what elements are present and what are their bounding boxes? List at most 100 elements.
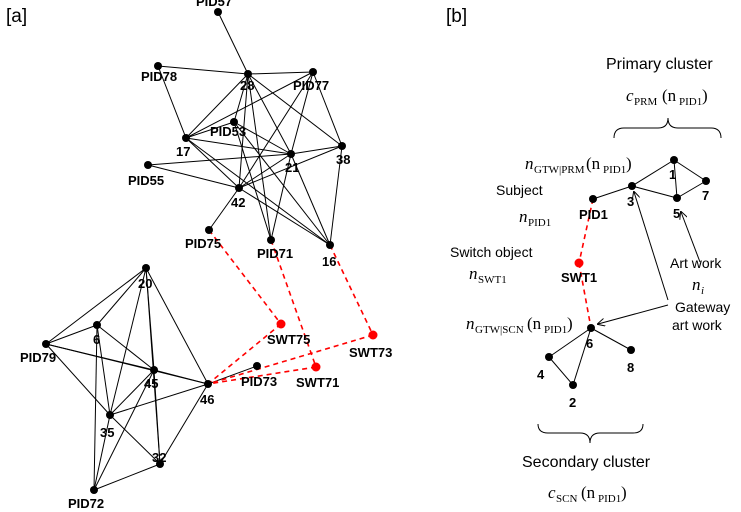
svg-text:n: n <box>692 275 701 294</box>
edge-a-PID53-17 <box>185 121 235 139</box>
node-label-a-PID53: PID53 <box>210 124 246 139</box>
edge-a-35-32 <box>109 414 161 465</box>
edge-a-6-PID79 <box>45 324 98 345</box>
switch-edge-b-PID1-SWT1 <box>578 198 594 264</box>
edge-a-PID77-21 <box>290 71 314 155</box>
edge-a-PID77-38 <box>312 71 343 147</box>
node-a-6 <box>93 321 101 329</box>
edge-a-35-PID72 <box>93 414 111 491</box>
node-b-7 <box>702 177 710 185</box>
edge-b-3-1 <box>631 159 675 187</box>
node-a-PID53 <box>230 118 238 126</box>
edge-b-4-2 <box>548 356 574 386</box>
edge-a-42-16 <box>238 187 331 246</box>
svg-text:PID1: PID1 <box>544 324 567 336</box>
node-label-a-32: 32 <box>152 450 166 465</box>
node-a-PID75 <box>205 226 213 234</box>
edge-a-PID78-28 <box>157 65 249 75</box>
node-b-8 <box>627 346 635 354</box>
edge-a-PID79-46 <box>45 343 209 385</box>
svg-text:PID1: PID1 <box>598 493 621 505</box>
svg-text:n: n <box>519 207 528 226</box>
svg-text:): ) <box>702 86 708 105</box>
node-label-a-PID75: PID75 <box>185 236 221 251</box>
edge-a-28-17 <box>185 73 249 139</box>
art-work-formula: n i <box>692 275 704 297</box>
node-label-a-PID79: PID79 <box>20 350 56 365</box>
svg-text:(n: (n <box>581 483 596 502</box>
svg-text:c: c <box>548 483 556 502</box>
node-label-a-PID71: PID71 <box>257 246 293 261</box>
edge-b-1-5 <box>673 159 678 199</box>
edge-a-17-21 <box>185 137 292 155</box>
edge-b-3-5 <box>631 185 678 199</box>
svg-text:SWT1: SWT1 <box>478 274 507 286</box>
node-label-a-17: 17 <box>176 144 190 159</box>
edge-a-PID55-21 <box>147 153 292 166</box>
edge-a-28-21 <box>247 73 292 155</box>
gateway-primary-formula: n GTW|PRM (n PID1 ) <box>525 154 632 176</box>
edge-a-38-16 <box>329 145 343 246</box>
edge-a-21-16 <box>290 153 331 246</box>
svg-text:PID1: PID1 <box>603 164 626 176</box>
secondary-cluster-brace <box>537 423 644 444</box>
edge-a-PID53-16 <box>233 121 331 246</box>
node-b-1 <box>670 156 678 164</box>
svg-text:n: n <box>466 314 475 333</box>
edge-a-28-PID71 <box>247 73 272 241</box>
edge-a-21-PID71 <box>270 153 292 241</box>
subject-formula: n PID1 <box>519 207 551 229</box>
edge-a-6-PID72 <box>93 324 98 491</box>
node-a-16 <box>326 241 334 249</box>
node-label-a-38: 38 <box>336 152 350 167</box>
node-b-2 <box>569 381 577 389</box>
edge-a-28-42 <box>238 73 249 189</box>
svg-text:PID1: PID1 <box>528 217 551 229</box>
node-a-21 <box>287 150 295 158</box>
edge-b-5-7 <box>676 180 707 199</box>
node-label-a-45: 45 <box>144 376 158 391</box>
svg-text:i: i <box>701 285 704 297</box>
node-b-3 <box>628 182 636 190</box>
svg-text:): ) <box>621 483 627 502</box>
node-label-b-8: 8 <box>627 360 634 375</box>
node-label-a-20: 20 <box>138 276 152 291</box>
edge-a-21-42 <box>238 153 292 189</box>
switch-node-b-SWT1 <box>574 258 584 268</box>
edge-a-PID79-35 <box>45 343 111 416</box>
edge-a-6-45 <box>96 324 155 371</box>
gateway-to-secondary-arrow <box>598 304 669 324</box>
edge-a-28-38 <box>247 73 343 147</box>
edge-a-45-35 <box>109 369 155 416</box>
edge-a-46-32 <box>159 383 209 465</box>
art-work-arrow <box>681 212 701 263</box>
node-label-a-42: 42 <box>231 195 245 210</box>
secondary-cluster-title: Secondary cluster <box>522 454 651 471</box>
node-a-38 <box>338 142 346 150</box>
node-label-a-PID57: PID57 <box>196 0 232 9</box>
edge-a-45-32 <box>153 369 161 465</box>
edge-a-17-16 <box>185 137 331 246</box>
node-a-PID57 <box>214 8 222 16</box>
node-label-b-PID1: PID1 <box>579 207 608 222</box>
secondary-cluster-formula: c SCN (n PID1 ) <box>548 483 627 505</box>
gateway-art-work-label-line2: art work <box>672 317 723 333</box>
svg-text:GTW|PRM: GTW|PRM <box>534 164 585 176</box>
node-b-PID1 <box>589 195 597 203</box>
svg-text:c: c <box>626 86 634 105</box>
node-label-a-PID73: PID73 <box>241 374 277 389</box>
edge-a-20-46 <box>145 267 209 385</box>
edge-a-20-35 <box>109 267 147 416</box>
panel-b-label: [b] <box>446 6 467 27</box>
subject-label: Subject <box>496 182 543 198</box>
svg-text:PRM: PRM <box>634 96 657 108</box>
primary-cluster-formula: c PRM (n PID1 ) <box>626 86 708 108</box>
node-a-20 <box>142 264 150 272</box>
node-a-PID71 <box>267 236 275 244</box>
node-label-a-PID55: PID55 <box>128 173 164 188</box>
svg-text:n: n <box>469 264 478 283</box>
edge-a-21-38 <box>290 145 343 155</box>
